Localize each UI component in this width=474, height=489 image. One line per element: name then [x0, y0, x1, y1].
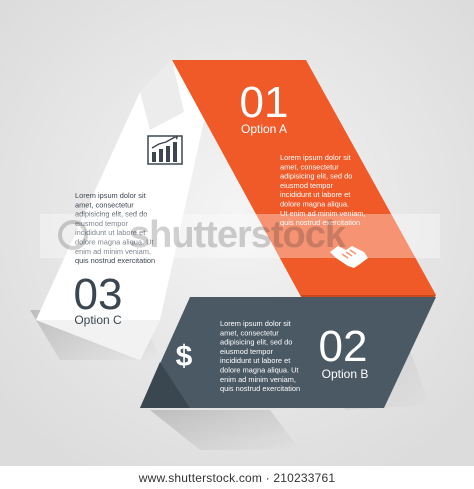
description-line: enim ad minim veniam,	[220, 375, 296, 384]
option-b-label: Option B	[322, 367, 369, 381]
dollar-icon: $	[176, 340, 193, 373]
description-line: incididunt ut labore et	[280, 190, 350, 199]
watermark-logo	[58, 220, 88, 250]
watermark-band	[40, 214, 440, 258]
description-line: adipisicing elit, sed do	[75, 210, 147, 219]
description-line: quis nostrud exercitation	[220, 384, 300, 393]
description-line: Lorem ipsum dolor sit	[280, 153, 351, 162]
description-line: enim ad minim veniam,	[75, 247, 151, 256]
segment-option-c	[36, 60, 206, 360]
description-line: amet, consectetur	[280, 162, 339, 171]
segment-option-b	[140, 297, 436, 408]
segment-c-fold	[140, 60, 184, 130]
description-line: eiusmod tempor	[75, 219, 129, 228]
segment-a-shape	[172, 60, 436, 295]
description-line: adipisicing elit, sed do	[220, 338, 292, 347]
option-a-number: 01	[240, 78, 289, 127]
description-line: quis nostrud exercitation	[280, 218, 360, 227]
description-line: amet, consectetur	[220, 328, 279, 337]
watermark-text: shutterstock	[128, 214, 346, 256]
description-line: quis nostrud exercitation	[75, 256, 155, 265]
description-line: Ut enim ad minim veniam,	[280, 209, 365, 218]
option-c-label: Option C	[74, 313, 122, 327]
segment-b-shape	[140, 297, 436, 408]
option-a-label: Option A	[241, 122, 287, 136]
description-line: eiusmod tempor	[220, 347, 274, 356]
description-line: adipisicing elit, sed do	[280, 172, 352, 181]
segment-c-shape	[36, 60, 206, 360]
description-line: dolore magna aliqua. Ut	[220, 366, 298, 375]
description-line: incididunt ut labore et	[75, 228, 145, 237]
handshake-icon	[330, 246, 368, 268]
bar-chart-icon	[147, 135, 183, 165]
description-line: dolore magna aliqua.	[280, 200, 349, 209]
segment-c-bottom-fold	[36, 320, 160, 360]
description-line: Lorem ipsum dolor sit	[75, 191, 146, 200]
option-c-number: 03	[74, 270, 123, 319]
description-line: amet, consectetur	[75, 200, 134, 209]
option-b-number: 02	[319, 322, 368, 371]
segment-b-fold	[140, 362, 190, 408]
footer-bar	[0, 466, 474, 489]
description-line: Lorem ipsum dolor sit	[220, 319, 291, 328]
description-line: incididunt ut labore et	[220, 356, 290, 365]
description-line: dolore magna aliqua. Ut	[75, 238, 153, 247]
description-line: eiusmod tempor	[280, 181, 334, 190]
footer-credit: www.shutterstock.com · 210233761	[138, 471, 336, 485]
